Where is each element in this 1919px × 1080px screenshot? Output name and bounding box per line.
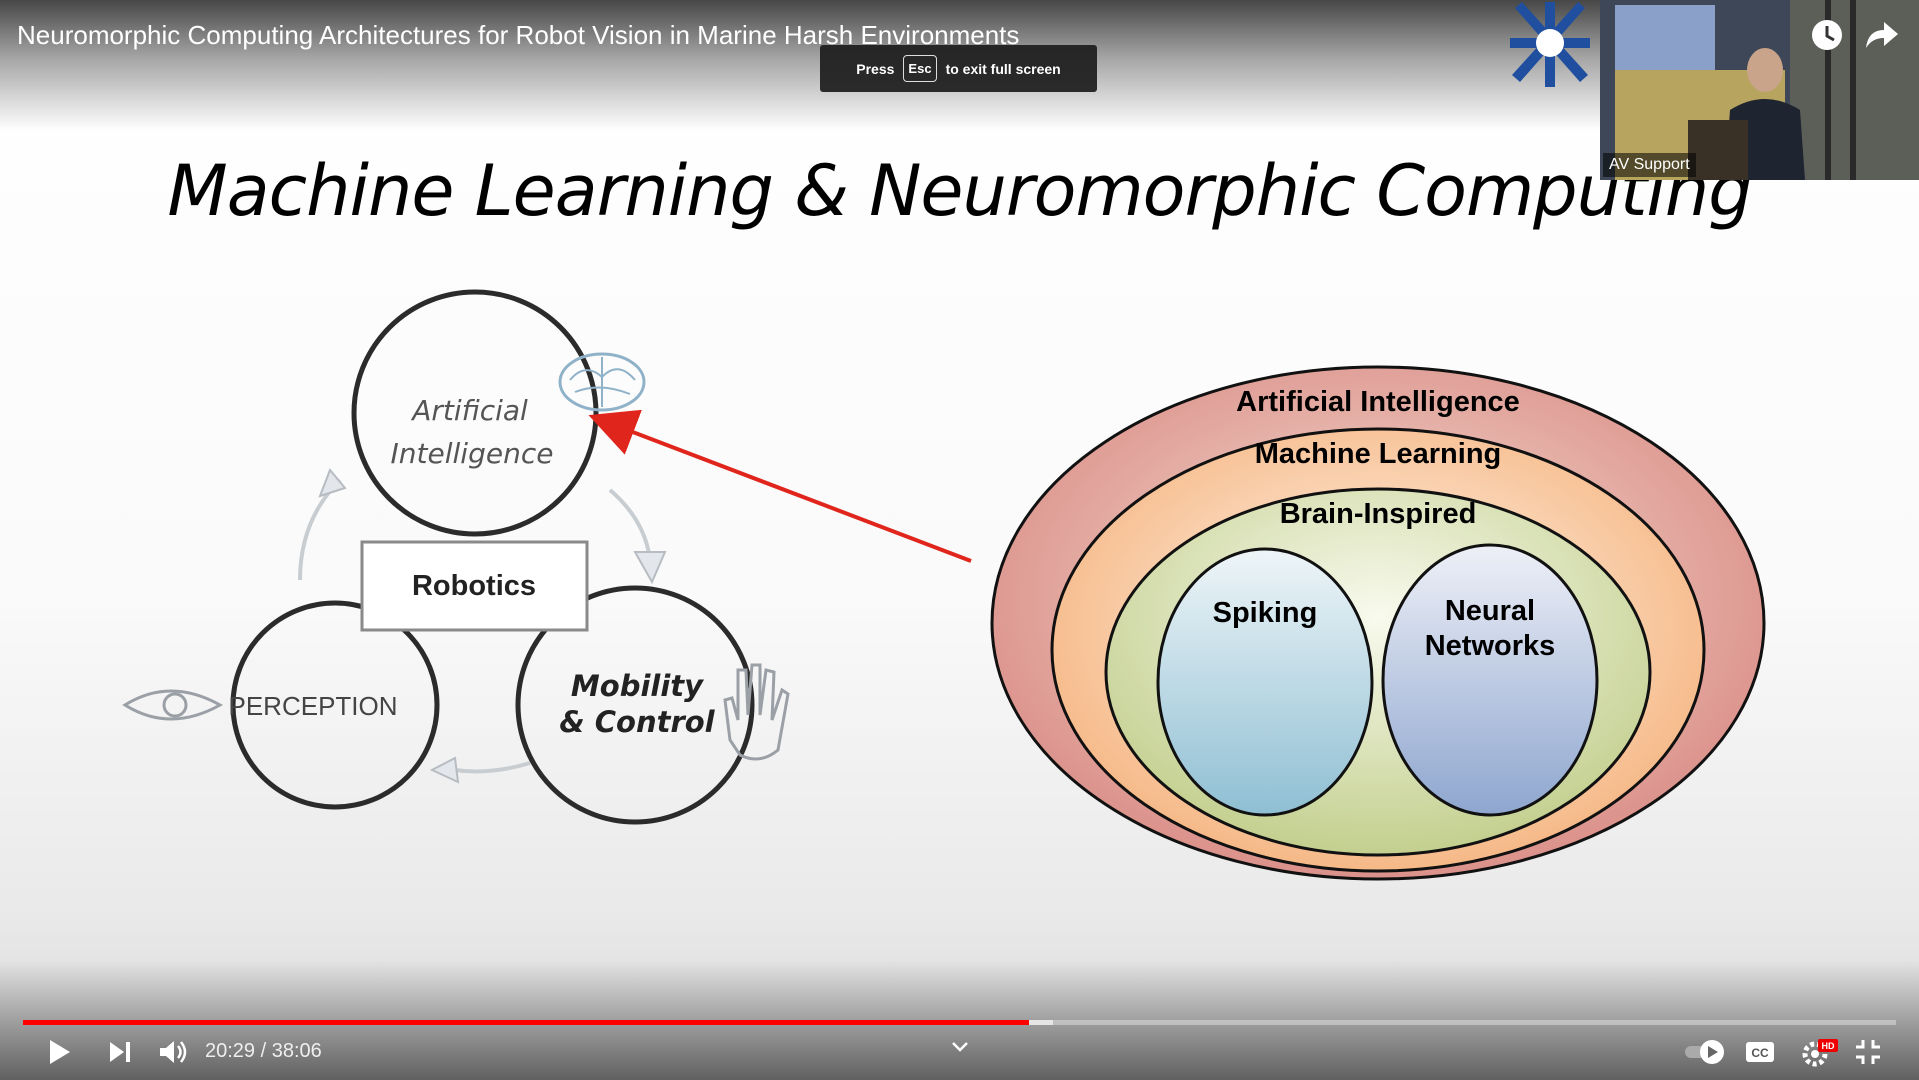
robotics-box	[360, 540, 589, 632]
ai-nested-diagram: Artificial Intelligence Machine Learning…	[990, 365, 1766, 881]
time-display: 20:29 / 38:06	[205, 1040, 322, 1063]
captions-icon[interactable]: CC	[1744, 1037, 1776, 1067]
chevron-down-icon[interactable]	[950, 1040, 970, 1070]
ring-label-ai: Artificial Intelligence	[1236, 386, 1520, 418]
camera-label: AV Support	[1603, 153, 1696, 177]
watch-later-icon[interactable]	[1810, 18, 1844, 52]
spiking-ellipse	[1156, 547, 1374, 817]
time-separator: /	[260, 1040, 267, 1062]
neural-networks-ellipse	[1381, 543, 1599, 817]
speaker-camera: AV Support	[1600, 0, 1919, 180]
neural-label-line2: Networks	[1425, 630, 1556, 662]
ai-label-line2: Intelligence	[391, 437, 554, 470]
ring-label-brain: Brain-Inspired	[1280, 498, 1477, 530]
autoplay-toggle[interactable]	[1683, 1037, 1729, 1067]
hand-icon	[723, 663, 790, 761]
slide-title: Machine Learning & Neuromorphic Computin…	[167, 150, 1752, 232]
play-icon[interactable]	[44, 1037, 74, 1067]
settings-icon[interactable]: HD	[1800, 1037, 1840, 1067]
share-icon[interactable]	[1864, 18, 1900, 52]
red-pointer-arrow	[588, 409, 972, 563]
captions-label: CC	[1751, 1046, 1769, 1060]
toast-rest: to exit full screen	[945, 60, 1061, 77]
perception-circle	[230, 600, 440, 810]
robotics-label: Robotics	[412, 570, 536, 602]
perception-label: PERCEPTION	[228, 691, 397, 721]
conference-logo	[1510, 2, 1590, 87]
brain-icon	[558, 352, 646, 412]
duration: 38:06	[271, 1040, 322, 1062]
next-icon[interactable]	[105, 1037, 135, 1067]
mobility-label-line1: Mobility	[571, 669, 704, 703]
robotics-cycle-diagram: Artificial Intelligence Robotics PERCEPT…	[122, 289, 790, 825]
cycle-arrow-down	[608, 488, 652, 561]
eye-icon	[122, 689, 224, 721]
progress-played	[23, 1020, 1029, 1025]
hd-badge: HD	[1822, 1041, 1835, 1051]
toast-esc-key: Esc	[903, 55, 937, 82]
cycle-arrow-left	[454, 761, 531, 774]
neural-label-line1: Neural	[1445, 595, 1535, 627]
ai-label-line1: Artificial	[410, 394, 528, 427]
exit-fullscreen-icon[interactable]	[1853, 1037, 1883, 1067]
mobility-label-line2: & Control	[559, 705, 715, 739]
toast-press: Press	[856, 60, 895, 77]
volume-icon[interactable]	[157, 1037, 191, 1067]
fullscreen-toast: Press Esc to exit full screen	[820, 45, 1097, 92]
camera-feed	[1600, 0, 1919, 180]
mobility-circle	[515, 585, 755, 825]
ring-label-ml: Machine Learning	[1255, 438, 1502, 470]
progress-bar[interactable]	[23, 1020, 1896, 1025]
spiking-label: Spiking	[1213, 597, 1318, 629]
current-time: 20:29	[205, 1040, 256, 1062]
